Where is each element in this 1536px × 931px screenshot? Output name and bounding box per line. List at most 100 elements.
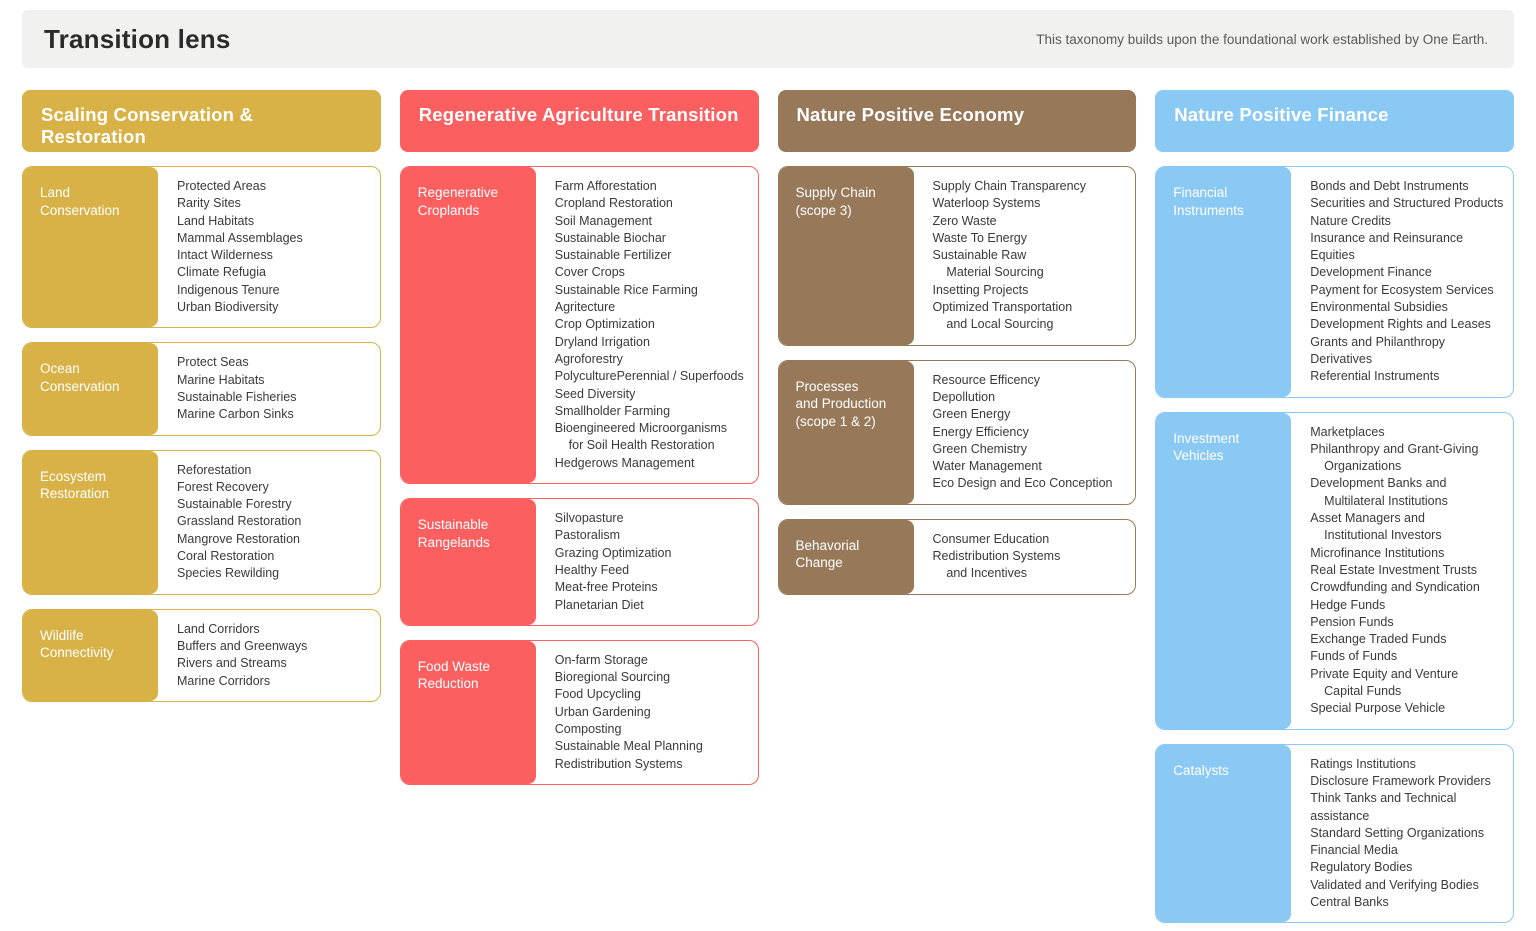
list-item: Pastoralism [554, 528, 621, 543]
list-item: Marine Habitats [177, 372, 265, 387]
list-item: Think Tanks and Technical assistance [1310, 791, 1460, 823]
list-item: Agroforestry [554, 351, 623, 366]
list-item: Insetting Projects [932, 282, 1029, 297]
list-item: Crowdfunding and Syndication [1310, 580, 1480, 595]
list-item: Urban Biodiversity [177, 300, 279, 315]
list-item: Land Habitats [177, 213, 255, 228]
list-item: Development Finance [1310, 265, 1432, 280]
list-item: Urban Gardening [554, 704, 651, 719]
list-item: Financial Media [1310, 843, 1398, 858]
card-label-behavorial-change: Behavorial Change [778, 519, 914, 594]
card-label-sustainable-rangelands: Sustainable Rangelands [400, 499, 536, 625]
card-label-catalysts: Catalysts [1156, 744, 1292, 923]
list-item: Farm Afforestation [554, 179, 657, 193]
list-item: Redistribution Systems and Incentives [932, 549, 1061, 581]
taxonomy-note: This taxonomy builds upon the foundation… [1036, 31, 1488, 47]
list-item: Soil Management [554, 213, 653, 228]
list-item: Indigenous Tenure [177, 282, 280, 297]
column-header-nature-positive-economy: Nature Positive Economy [777, 90, 1137, 152]
list-item: Sustainable Raw Material Sourcing [932, 248, 1044, 280]
card-label-investment-vehicles: Investment Vehicles [1156, 412, 1292, 729]
list-item: Forest Recovery [177, 479, 269, 494]
list-item: Grazing Optimization [554, 545, 672, 560]
list-item: Bonds and Debt Instruments [1310, 179, 1469, 193]
list-item: Intact Wilderness [177, 248, 273, 263]
list-item: Disclosure Framework Providers [1310, 773, 1491, 788]
list-item: Green Energy [932, 407, 1011, 422]
list-item: Grassland Restoration [177, 514, 302, 529]
list-item: Sustainable Biochar [554, 230, 666, 245]
list-item: Healthy Feed [554, 562, 630, 577]
list-item: Equities [1310, 248, 1355, 263]
list-item: Water Management [932, 459, 1042, 474]
list-item: Development Banks and Multilateral Insti… [1310, 476, 1448, 508]
list-item: Payment for Ecosystem Services [1310, 282, 1494, 297]
list-item: Green Chemistry [932, 441, 1027, 456]
list-item: Bioengineered Microorganisms for Soil He… [554, 421, 728, 453]
list-item: Insurance and Reinsurance [1310, 230, 1464, 245]
list-item: Rivers and Streams [177, 656, 287, 671]
list-item: Redistribution Systems [554, 756, 683, 771]
list-item: Exchange Traded Funds [1310, 632, 1447, 647]
list-item: Derivatives [1310, 351, 1373, 366]
list-item: Resource Efficency [932, 372, 1040, 387]
list-item: Real Estate Investment Trusts [1310, 562, 1477, 577]
list-item: On-farm Storage [554, 652, 648, 667]
list-item: Microfinance Institutions [1310, 545, 1445, 560]
list-item: Hedgerows Management [554, 455, 695, 470]
list-item: Consumer Education [932, 531, 1050, 546]
list-item: Sustainable Fertilizer [554, 248, 672, 263]
list-item: Regulatory Bodies [1310, 860, 1413, 875]
list-item: Marketplaces [1310, 424, 1385, 439]
list-item: Climate Refugia [177, 265, 266, 280]
card-label-ocean-conservation: Ocean Conservation [23, 343, 158, 435]
list-item: Depollution [932, 389, 996, 404]
list-item: Silvopasture [554, 511, 624, 526]
list-item: Cropland Restoration [554, 196, 673, 211]
list-item: Buffers and Greenways [177, 638, 308, 653]
list-item: Ratings Institutions [1310, 756, 1416, 771]
list-item: Standard Setting Organizations [1310, 825, 1484, 840]
list-item: Sustainable Fisheries [177, 389, 297, 404]
list-item: Composting [554, 722, 622, 737]
card-supply-chain-scope-3: Supply Chain (scope 3)Supply Chain Trans… [777, 166, 1137, 346]
list-item: Meat-free Proteins [554, 580, 658, 595]
card-label-regenerative-croplands: Regenerative Croplands [400, 167, 536, 484]
list-item: Sustainable Rice Farming [554, 282, 698, 297]
column-header-scaling-conservation-restoration: Scaling Conservation & Restoration [22, 90, 381, 152]
card-label-food-waste-reduction: Food Waste Reduction [400, 640, 536, 784]
list-item: Zero Waste [932, 213, 997, 228]
list-item: Mangrove Restoration [177, 531, 300, 546]
card-label-land-conservation: Land Conservation [23, 167, 158, 328]
list-item: Philanthropy and Grant-Giving Organizati… [1310, 441, 1479, 474]
list-item: Seed Diversity [554, 386, 636, 401]
list-item: Waterloop Systems [932, 196, 1041, 211]
list-item: Supply Chain Transparency [932, 179, 1087, 193]
list-item: Land Corridors [177, 621, 260, 636]
list-item: Funds of Funds [1310, 649, 1398, 664]
list-item: Mammal Assemblages [177, 230, 303, 245]
list-item: Pension Funds [1310, 614, 1394, 629]
list-item: Hedge Funds [1310, 597, 1386, 612]
top-bar: Transition lens This taxonomy builds upo… [22, 10, 1514, 68]
list-item: Reforestation [177, 462, 252, 477]
list-item: Grants and Philanthropy [1310, 334, 1446, 349]
